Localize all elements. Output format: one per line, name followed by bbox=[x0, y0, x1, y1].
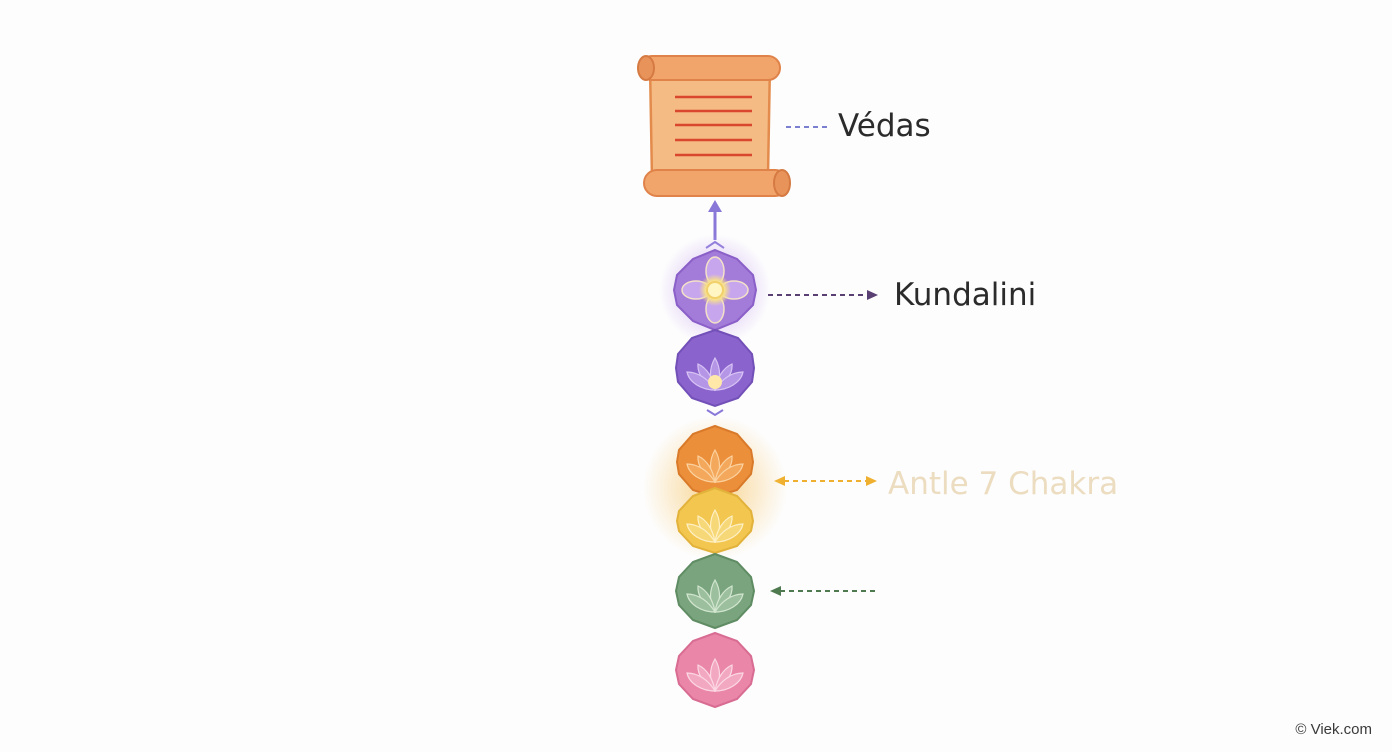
chakra-label: Antle 7 Chakra bbox=[888, 466, 1119, 502]
kundalini-connector bbox=[768, 290, 878, 300]
scroll-text-lines bbox=[675, 95, 752, 157]
watermark: © Viek.com bbox=[1295, 721, 1372, 738]
heart-chakra-icon bbox=[674, 552, 756, 630]
chakra-connector bbox=[774, 476, 877, 486]
root-chakra-icon bbox=[674, 631, 756, 709]
vedas-label: Védas bbox=[838, 108, 931, 144]
crown-chakra-icon bbox=[659, 234, 771, 346]
scroll-icon bbox=[637, 55, 791, 197]
third-eye-chakra-icon bbox=[674, 328, 756, 417]
heart-connector bbox=[770, 586, 876, 596]
kundalini-label: Kundalini bbox=[894, 277, 1037, 313]
